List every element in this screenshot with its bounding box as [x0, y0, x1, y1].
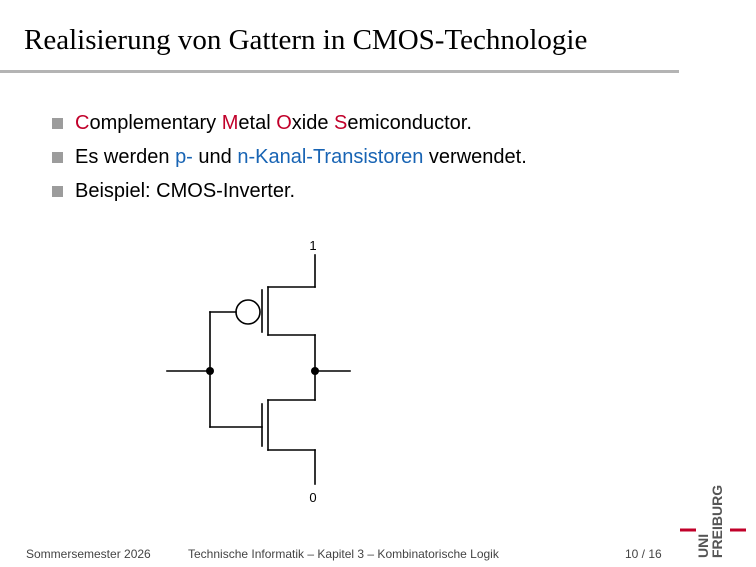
- university-logo: UNI FREIBURG: [680, 485, 746, 558]
- bullet-list: Complementary Metal Oxide Semiconductor.…: [52, 106, 527, 208]
- acronym-letter: S: [334, 112, 348, 134]
- bullet-text: Beispiel: CMOS-Inverter.: [75, 180, 296, 202]
- title-divider: [0, 70, 679, 73]
- footer-page-number: 10 / 16: [625, 547, 662, 561]
- ground-label: 0: [309, 490, 316, 505]
- acronym-letter: O: [276, 112, 292, 134]
- input-junction-dot: [206, 367, 214, 375]
- bullet-text: Complementary Metal Oxide Semiconductor.: [75, 111, 472, 135]
- footer-semester: Sommersemester 2026: [26, 547, 151, 561]
- supply-label: 1: [309, 238, 316, 253]
- bullet-item: Beispiel: CMOS-Inverter.: [52, 174, 527, 208]
- output-junction-dot: [311, 367, 319, 375]
- bullet-text: Es werden p- und n-Kanal-Transistoren ve…: [75, 145, 527, 169]
- footer-course: Technische Informatik – Kapitel 3 – Komb…: [188, 547, 499, 561]
- slide-title: Realisierung von Gattern in CMOS-Technol…: [24, 24, 588, 56]
- acronym-letter: M: [221, 112, 239, 134]
- bullet-fragment: emiconductor.: [347, 112, 472, 134]
- bullet-item: Complementary Metal Oxide Semiconductor.: [52, 106, 527, 140]
- bullet-square-icon: [52, 185, 63, 197]
- pmos-inversion-bubble: [235, 299, 261, 325]
- bullet-fragment: etal: [238, 112, 277, 134]
- bullet-fragment: verwendet.: [423, 146, 527, 168]
- cmos-inverter-diagram: 1 0: [166, 238, 351, 505]
- bullet-fragment: Es werden: [75, 146, 176, 168]
- bullet-fragment: xide: [291, 112, 335, 134]
- acronym-letter: C: [75, 112, 90, 134]
- highlight-term: n-Kanal-Transistoren: [237, 146, 424, 168]
- bullet-fragment: omplementary: [89, 112, 222, 134]
- bullet-fragment: und: [192, 146, 238, 168]
- bullet-item: Es werden p- und n-Kanal-Transistoren ve…: [52, 140, 527, 174]
- highlight-term: p-: [175, 146, 193, 168]
- bullet-square-icon: [52, 117, 63, 129]
- logo-text-freiburg: FREIBURG: [709, 485, 725, 558]
- bullet-square-icon: [52, 151, 63, 163]
- logo-text-uni: UNI: [695, 534, 711, 558]
